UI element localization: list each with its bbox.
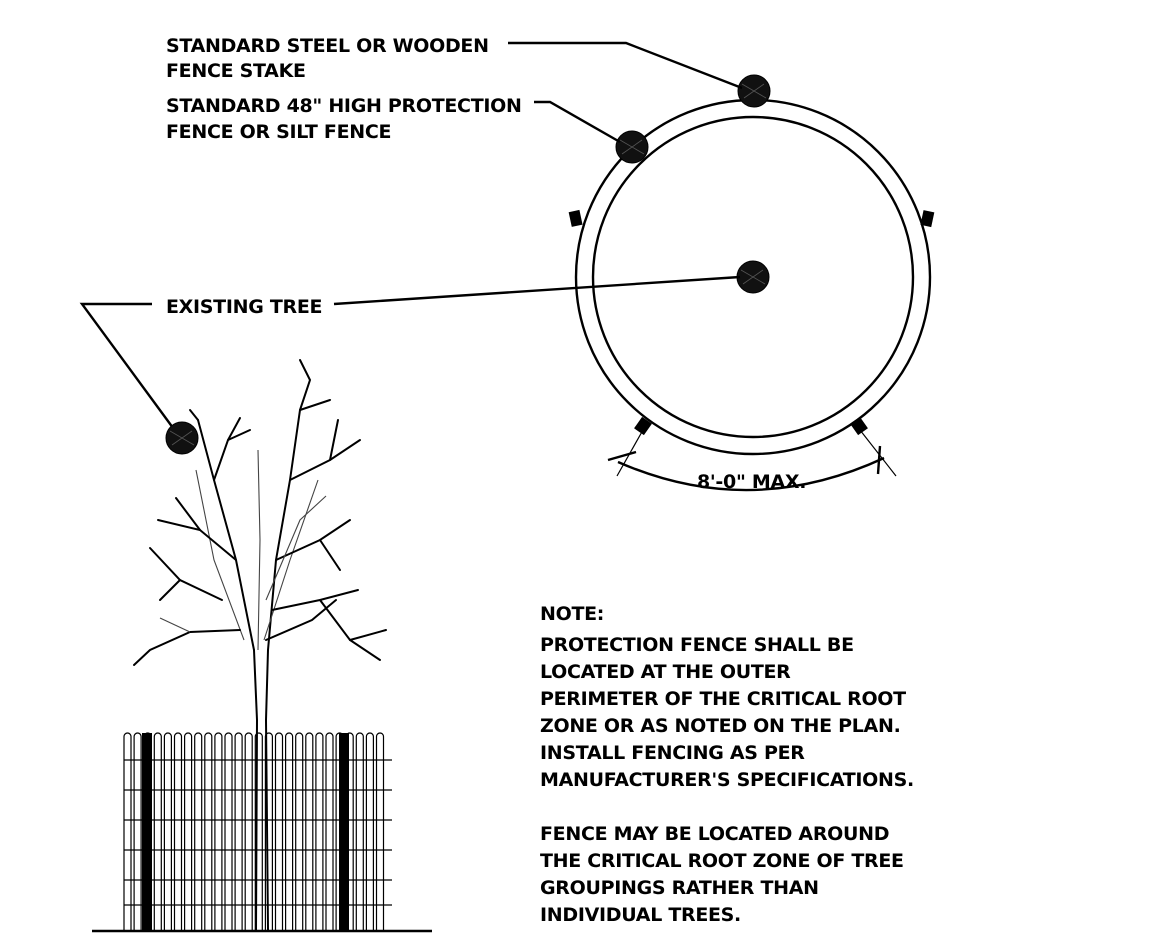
note-p1-line6: MANUFACTURER'S SPECIFICATIONS. (540, 769, 914, 791)
fence-picket (305, 732, 314, 931)
tree-elevation (133, 359, 387, 931)
fence-picket (224, 732, 233, 931)
fence-picket (295, 732, 304, 931)
fence-picket (194, 732, 203, 931)
tree-leader-line-right (333, 275, 741, 306)
fence-inner-ring (591, 115, 915, 439)
fence-picket (173, 732, 183, 931)
fence-picket (234, 732, 243, 931)
fence-picket (375, 732, 385, 931)
tree-marker-elevation (165, 421, 199, 455)
stake-label-line1: STANDARD STEEL OR WOODEN (166, 35, 489, 57)
stake-marker-top (737, 74, 771, 108)
note-p1-line3: PERIMETER OF THE CRITICAL ROOT (540, 688, 906, 710)
fence-picket (153, 732, 162, 931)
fence-picket (365, 732, 374, 931)
fence-picket (274, 732, 284, 931)
tree-label: EXISTING TREE (166, 296, 322, 318)
note-p2-line1: FENCE MAY BE LOCATED AROUND (540, 823, 889, 845)
fence-picket (325, 732, 334, 931)
fence-picket (285, 732, 294, 931)
fence-picket (204, 732, 213, 931)
note-p1-line1: PROTECTION FENCE SHALL BE (540, 634, 854, 656)
fence-post-lower-right (850, 416, 868, 436)
stake-leader-line (508, 41, 743, 90)
fence-picket (264, 732, 273, 931)
dimension-label: 8'-0" MAX. (697, 471, 806, 493)
note-p1-line2: LOCATED AT THE OUTER (540, 661, 791, 683)
note-heading: NOTE: (540, 603, 604, 625)
fence-post-left (568, 209, 583, 227)
fence-picket (133, 732, 142, 931)
fence-marker (615, 130, 649, 164)
fence-leader-line (534, 100, 621, 144)
fence-pickets (123, 732, 385, 931)
plan-view (568, 74, 935, 492)
note-p2-line4: INDIVIDUAL TREES. (540, 904, 741, 926)
fence-label-line2: FENCE OR SILT FENCE (166, 121, 391, 143)
fence-post-elevation-left (142, 733, 152, 931)
fence-picket (244, 732, 253, 931)
fence-picket (184, 732, 193, 931)
note-block: NOTE: PROTECTION FENCE SHALL BE LOCATED … (540, 603, 914, 926)
tree-marker-plan (736, 260, 770, 294)
fence-picket (214, 732, 223, 931)
fence-picket (315, 732, 324, 931)
note-p1-line4: ZONE OR AS NOTED ON THE PLAN. (540, 715, 900, 737)
fence-picket (254, 732, 263, 931)
fence-post-right (920, 210, 935, 228)
fence-post-elevation-right (339, 733, 349, 931)
stake-label-line2: FENCE STAKE (166, 60, 306, 82)
tree-leader-line-left (79, 302, 177, 433)
dimension-arc (607, 429, 897, 492)
note-p1-line5: INSTALL FENCING AS PER (540, 742, 805, 764)
note-p2-line3: GROUPINGS RATHER THAN (540, 877, 819, 899)
fence-elevation (92, 732, 432, 933)
fence-picket (163, 732, 172, 931)
note-p2-line2: THE CRITICAL ROOT ZONE OF TREE (540, 850, 904, 872)
fence-post-lower-left (634, 416, 652, 436)
fence-picket (123, 732, 132, 931)
fence-label-line1: STANDARD 48" HIGH PROTECTION (166, 95, 522, 117)
fence-picket (355, 732, 364, 931)
